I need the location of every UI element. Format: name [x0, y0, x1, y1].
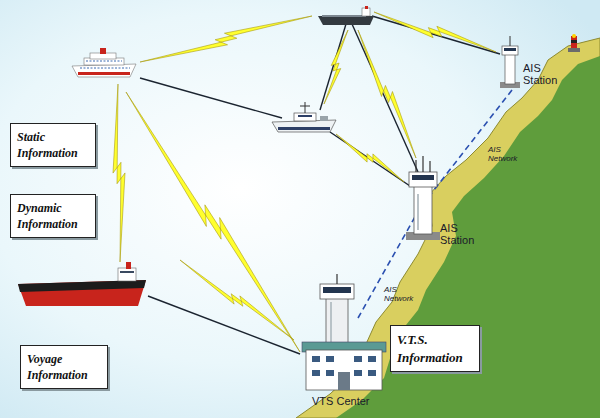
- ais-station-tower: [500, 36, 520, 88]
- vts-center-building-part-part: [312, 356, 320, 362]
- link-lines-part: [330, 132, 410, 186]
- station-label: AIS Station: [523, 62, 569, 86]
- patrol-ship-part: [305, 102, 306, 113]
- radio-link-bolt: [180, 260, 294, 340]
- red-tanker-ship-part: [120, 271, 134, 273]
- patrol-ship-part: [298, 115, 312, 117]
- red-tanker-ship-part: [126, 262, 131, 269]
- info-box-text: V.T.S. Information: [397, 331, 473, 366]
- info-box-text: Voyage Information: [27, 351, 101, 383]
- ais-station-tower-part: [429, 161, 430, 172]
- passenger-ship: [72, 48, 136, 77]
- ais-station-tower-part: [510, 36, 511, 46]
- vts-center-building-part-part: [326, 370, 334, 376]
- radio-link-bolt: [126, 92, 300, 352]
- info-box: Dynamic Information: [10, 194, 96, 238]
- info-box: V.T.S. Information: [390, 325, 480, 372]
- ais-network-line: [358, 90, 512, 318]
- passenger-ship-part: [86, 60, 122, 61]
- ais-station-tower-part: [505, 54, 515, 84]
- vts-center-building-part-part: [354, 356, 362, 362]
- radio-link-bolt: [374, 12, 496, 52]
- vts-center-building-part-part: [368, 356, 376, 362]
- info-box: Voyage Information: [20, 345, 108, 389]
- vts-center-building-part-part: [326, 356, 334, 362]
- ais-station-tower-part: [415, 160, 416, 172]
- ais-station-tower-part: [414, 186, 432, 234]
- link-lines-part: [148, 296, 300, 354]
- radio-link-bolt: [140, 16, 312, 62]
- vts-center-building-part-part: [312, 370, 320, 376]
- tanker-ship-part: [322, 15, 366, 17]
- coastline: [296, 38, 600, 418]
- link-lines-part: [320, 24, 346, 110]
- network-label: AIS Network: [384, 286, 426, 304]
- patrol-ship-part: [320, 116, 328, 121]
- network-label: AIS Network: [488, 146, 530, 164]
- ais-station-tower-part: [502, 46, 518, 55]
- link-lines-part: [140, 78, 282, 118]
- patrol-ship-part: [300, 106, 310, 107]
- tanker-ship-part: [365, 6, 368, 9]
- link-lines-part: [372, 16, 500, 54]
- passenger-ship-part: [100, 48, 106, 54]
- red-tanker-ship-part: [18, 280, 146, 292]
- patrol-ship-part: [294, 113, 316, 121]
- ais-station-tower: [406, 156, 440, 240]
- vts-center-building-part: [306, 350, 382, 390]
- tanker-ship-part: [318, 16, 374, 25]
- link-lines-part: [352, 24, 418, 172]
- red-tanker-ship-part: [18, 280, 146, 306]
- ais-station-tower-part: [422, 156, 423, 172]
- ais-station-tower-part: [409, 172, 437, 187]
- station-label: AIS Station: [440, 222, 486, 246]
- vts-center-building: [302, 274, 386, 390]
- radio-link-bolt: [324, 30, 348, 104]
- red-tanker-ship: [18, 262, 146, 306]
- info-box: Static Information: [10, 123, 96, 167]
- tanker-ship-part: [362, 8, 370, 16]
- lighthouse-part: [568, 48, 580, 52]
- red-tanker-ship-part: [118, 268, 136, 281]
- radio-links: [113, 12, 496, 352]
- radio-link-bolt: [113, 84, 125, 262]
- passenger-ship-part: [78, 72, 130, 75]
- patrol-ship: [272, 102, 336, 132]
- ais-station-tower-part: [504, 48, 516, 51]
- station-label: VTS Center: [312, 395, 396, 407]
- info-box-text: Static Information: [17, 129, 89, 161]
- vts-center-building-part: [320, 284, 354, 299]
- lighthouse-part: [571, 40, 577, 43]
- ais-station-tower-part: [417, 194, 419, 230]
- radio-link-bolt: [358, 30, 416, 158]
- link-lines: [140, 16, 500, 354]
- vts-center-building-part: [330, 302, 332, 344]
- passenger-ship-part: [72, 64, 136, 77]
- vts-center-building-part: [336, 274, 337, 284]
- tanker-ship: [318, 6, 374, 25]
- radio-link-bolt: [336, 134, 404, 182]
- lighthouse: [568, 34, 580, 52]
- passenger-ship-part: [80, 68, 130, 69]
- coastline-part: [296, 38, 600, 418]
- vts-center-building-part: [326, 298, 348, 346]
- vts-center-building-part-part: [368, 370, 376, 376]
- vts-center-building-part: [338, 372, 350, 390]
- lighthouse-part: [572, 34, 576, 38]
- patrol-ship-part: [272, 120, 336, 132]
- vts-center-building-part-part: [354, 370, 362, 376]
- patrol-ship-part: [278, 127, 330, 130]
- info-box-text: Dynamic Information: [17, 200, 89, 232]
- vts-center-building-part: [323, 287, 351, 293]
- ais-station-tower-part: [412, 175, 434, 180]
- ais-network-line-part: [358, 90, 512, 318]
